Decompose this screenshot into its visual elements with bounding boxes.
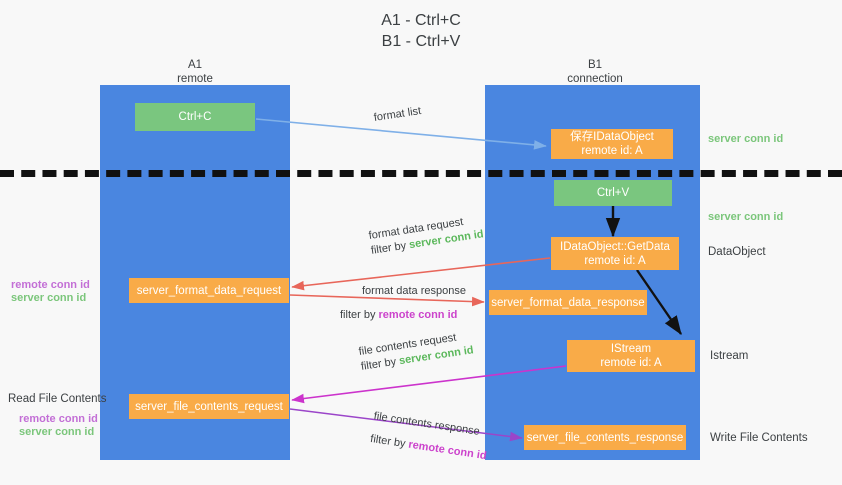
box-server-format-data-request-label: server_format_data_request (136, 284, 282, 297)
left-label-server-conn-id-1: server conn id (11, 292, 87, 304)
box-getdata[interactable]: IDataObject::GetData remote id: A (551, 237, 679, 270)
box-idataobject[interactable]: 保存IDataObject remote id: A (551, 129, 673, 159)
box-server-format-data-request[interactable]: server_format_data_request (129, 278, 289, 303)
box-server-format-data-response-label: server_format_data_response (491, 296, 645, 309)
box-getdata-line1: IDataObject::GetData (560, 240, 670, 253)
box-server-file-contents-response[interactable]: server_file_contents_response (524, 425, 686, 450)
box-ctrl-v[interactable]: Ctrl+V (554, 180, 672, 206)
box-idataobject-line2: remote id: A (581, 145, 643, 157)
column-a1-sub: remote (177, 73, 213, 85)
edge-label-format-data-response-filter: filter by remote conn id (340, 308, 466, 323)
box-istream-line2: remote id: A (600, 357, 662, 369)
title-line-2: B1 - Ctrl+V (381, 33, 461, 50)
right-label-server-conn-id-mid: server conn id (708, 211, 784, 223)
filter-prefix: filter by (340, 309, 379, 321)
filter-value-remote-conn-id: remote conn id (407, 438, 488, 463)
box-server-format-data-response[interactable]: server_format_data_response (489, 290, 647, 315)
box-ctrl-c-label: Ctrl+C (178, 111, 212, 123)
edge-label-format-data-response: format data response filter by remote co… (340, 284, 466, 323)
right-label-write-file-contents: Write File Contents (710, 432, 808, 444)
left-label-remote-conn-id-1: remote conn id (11, 279, 90, 291)
edge-label-format-data-response-line1: format data response (362, 285, 466, 297)
column-b1-sub: connection (567, 73, 623, 85)
left-label-read-file-contents: Read File Contents (8, 393, 107, 405)
column-header-a1: A1 remote (120, 58, 270, 86)
box-server-file-contents-response-label: server_file_contents_response (526, 431, 684, 444)
box-istream-line1: IStream (610, 343, 652, 355)
right-label-dataobject: DataObject (708, 246, 766, 258)
box-server-file-contents-request-label: server_file_contents_request (135, 400, 283, 413)
box-idataobject-line1: 保存IDataObject (570, 131, 654, 143)
box-istream[interactable]: IStream remote id: A (567, 340, 695, 372)
column-a1-name: A1 (187, 59, 203, 71)
box-ctrl-c[interactable]: Ctrl+C (135, 103, 255, 131)
left-label-remote-conn-id-2: remote conn id (19, 413, 98, 425)
column-b1-name: B1 (587, 59, 603, 71)
title-line-1: A1 - Ctrl+C (381, 12, 461, 29)
box-ctrl-v-label: Ctrl+V (596, 187, 630, 199)
column-header-b1: B1 connection (520, 58, 670, 86)
edge-label-format-list-text: format list (373, 105, 422, 124)
edge-label-format-data-request: format data request filter by server con… (368, 212, 485, 258)
right-label-server-conn-id-top: server conn id (708, 133, 784, 145)
edge-label-format-list: format list (373, 104, 422, 126)
phase-divider (0, 170, 842, 177)
right-label-istream: Istream (710, 350, 749, 362)
edge-label-file-contents-request: file contents request filter by server c… (358, 328, 475, 374)
left-label-server-conn-id-2: server conn id (19, 426, 95, 438)
filter-value-remote-conn-id: remote conn id (378, 309, 458, 321)
edge-label-file-contents-response: file contents response filter by remote … (369, 409, 491, 464)
filter-prefix: filter by (369, 432, 410, 451)
box-getdata-line2: remote id: A (584, 254, 646, 267)
page-title: A1 - Ctrl+C B1 - Ctrl+V (0, 10, 842, 52)
box-server-file-contents-request[interactable]: server_file_contents_request (129, 394, 289, 419)
